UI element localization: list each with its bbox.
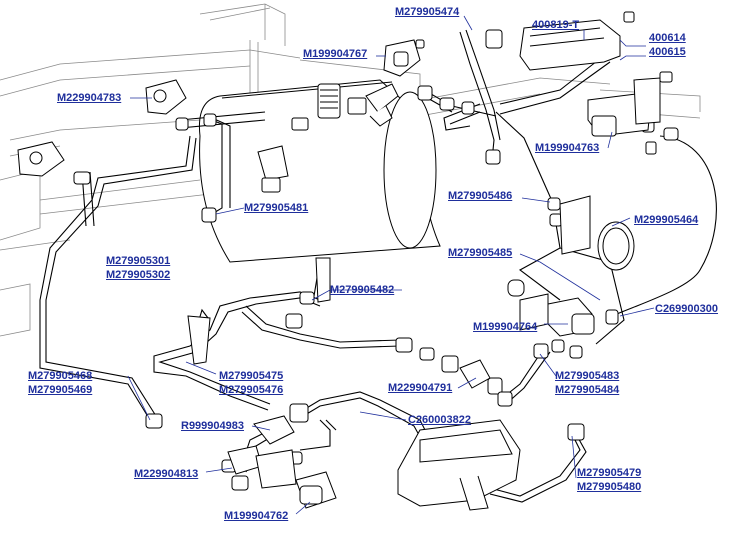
part-label-M199904762[interactable]: M199904762: [224, 510, 289, 522]
part-label-C269900300[interactable]: C269900300: [655, 303, 719, 315]
part-label-M279905482[interactable]: M279905482: [330, 284, 395, 296]
part-label-M279905302[interactable]: M279905302: [106, 269, 171, 281]
part-label-M279905479[interactable]: M279905479: [577, 467, 642, 479]
part-label-M279905475[interactable]: M279905475: [219, 370, 284, 382]
part-label-M229904783[interactable]: M229904783: [57, 92, 122, 104]
part-label-M299905464[interactable]: M299905464: [634, 214, 699, 226]
part-label-M199904764[interactable]: M199904764: [473, 321, 538, 333]
tank-valves: [257, 83, 399, 193]
part-label-M279905301[interactable]: M279905301: [106, 255, 171, 267]
part-label-M279905474[interactable]: M279905474: [395, 6, 460, 18]
part-label-group-400614: 400614 400615: [649, 32, 686, 58]
part-label-M199904763[interactable]: M199904763: [535, 142, 600, 154]
leader-lines: [127, 15, 655, 515]
part-label-M279905469[interactable]: M279905469: [28, 384, 93, 396]
part-label-400614[interactable]: 400614: [649, 32, 686, 44]
part-label-group-M279905475: M279905475 M279905476: [219, 370, 283, 396]
components: [17, 19, 661, 511]
part-label-400819-T[interactable]: 400819-T: [532, 19, 580, 31]
part-label-M279905483[interactable]: M279905483: [555, 370, 620, 382]
part-label-M279905485[interactable]: M279905485: [448, 247, 513, 259]
part-label-M279905481[interactable]: M279905481: [244, 202, 309, 214]
part-label-M199904767[interactable]: M199904767: [303, 48, 368, 60]
part-label-group-M279905483: M279905483 M279905484: [555, 370, 619, 396]
part-label-M279905468[interactable]: M279905468: [28, 370, 93, 382]
part-label-M279905484[interactable]: M279905484: [555, 384, 620, 396]
part-label-M279905480[interactable]: M279905480: [577, 481, 642, 493]
part-label-M279905486[interactable]: M279905486: [448, 190, 513, 202]
part-label-R999904983[interactable]: R999904983: [181, 420, 245, 432]
part-label-C260003822[interactable]: C260003822: [408, 414, 472, 426]
part-label-M279905476[interactable]: M279905476: [219, 384, 284, 396]
part-label-group-M279905479: M279905479 M279905480: [577, 467, 641, 493]
part-label-group-M279905301: M279905301 M279905302: [106, 255, 170, 281]
part-label-M229904791[interactable]: M229904791: [388, 382, 453, 394]
part-label-M229904813[interactable]: M229904813: [134, 468, 199, 480]
part-label-400615[interactable]: 400615: [649, 46, 686, 58]
part-label-group-M279905468: M279905468 M279905469: [28, 370, 92, 396]
